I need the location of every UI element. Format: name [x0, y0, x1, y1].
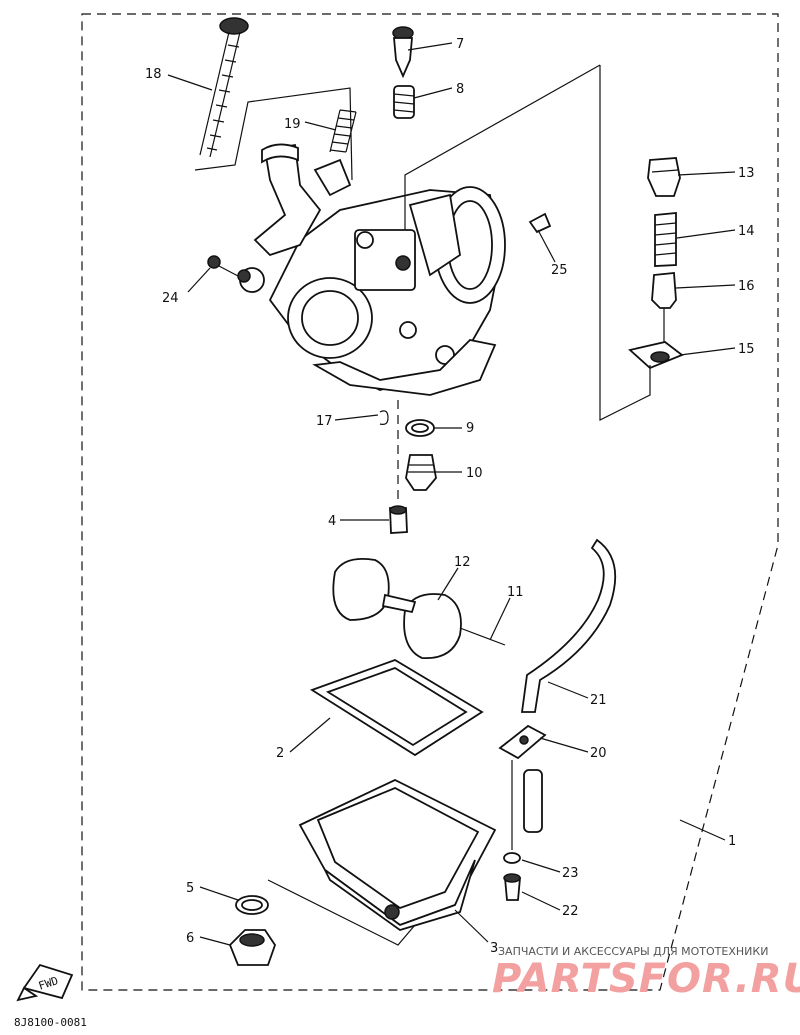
fwd-arrow-icon: FWD: [16, 963, 74, 1002]
throttle-spring: [329, 109, 357, 153]
leader-box-throttle: [599, 65, 651, 421]
callout-21: 21: [590, 693, 607, 708]
callout-25: 25: [551, 263, 568, 278]
callout-12: 12: [454, 555, 471, 570]
callout-13: 13: [738, 166, 755, 181]
screw-24: [207, 255, 265, 293]
vent-tube: [523, 769, 543, 833]
drawing-code: 8J8100-0081: [14, 1016, 87, 1029]
assembly-boundary: [81, 13, 779, 991]
callout-leaders: [167, 42, 736, 946]
callout-20: 20: [590, 746, 607, 761]
overflow-hose: [520, 538, 617, 713]
cable-adjuster: [647, 157, 681, 197]
hose-guide-plate: [498, 724, 547, 760]
callout-6: 6: [186, 931, 194, 946]
callout-24: 24: [162, 291, 179, 306]
callout-3: 3: [490, 941, 498, 956]
clip-17: [379, 410, 389, 425]
pilot-air-spring: [393, 85, 415, 119]
throttle-valve: [651, 272, 677, 345]
fwd-label: FWD: [37, 974, 60, 993]
callout-15: 15: [738, 342, 755, 357]
callout-2: 2: [276, 746, 284, 761]
needle-retainer: [628, 341, 684, 370]
callout-labels: 7 8 18 19 13 14 16 15 25 24 17 9 10 4 12…: [145, 37, 755, 956]
watermark-tagline: ЗАПЧАСТИ И АКСЕССУАРЫ ДЛЯ МОТОТЕХНИКИ: [498, 945, 768, 958]
callout-8: 8: [456, 82, 464, 97]
callout-7: 7: [456, 37, 464, 52]
leader-box-18: [194, 87, 353, 181]
callout-16: 16: [738, 279, 755, 294]
screw-25: [528, 212, 552, 234]
callout-19: 19: [284, 117, 301, 132]
o-ring-5: [235, 895, 269, 915]
float-assembly: [332, 557, 506, 659]
callout-18: 18: [145, 67, 162, 82]
callout-17: 17: [316, 414, 333, 429]
callout-9: 9: [466, 421, 474, 436]
washer-23: [503, 852, 521, 864]
screw-22: [503, 873, 521, 901]
carburetor-body: [253, 143, 506, 396]
float-chamber-gasket: [309, 659, 484, 757]
main-jet-4: [389, 505, 408, 534]
main-jet-holder-10: [405, 454, 437, 491]
drain-plug-6: [228, 929, 276, 966]
o-ring-9: [405, 419, 435, 437]
callout-11: 11: [507, 585, 524, 600]
callout-14: 14: [738, 224, 755, 239]
callout-10: 10: [466, 466, 483, 481]
callout-5: 5: [186, 881, 194, 896]
leader-line-valve: [404, 64, 601, 230]
callout-4: 4: [328, 514, 336, 529]
float-chamber: [298, 778, 497, 931]
watermark: ЗАПЧАСТИ И АКСЕССУАРЫ ДЛЯ МОТОТЕХНИКИ PA…: [492, 945, 800, 1002]
needle-spring: [654, 212, 677, 267]
throttle-stop-screw: [199, 17, 249, 158]
callout-1: 1: [728, 834, 736, 849]
watermark-brand: PARTSFOR.RU: [492, 956, 800, 1002]
pilot-air-screw: [392, 26, 414, 79]
callout-22: 22: [562, 904, 579, 919]
leader-box-drain: [267, 879, 416, 946]
callout-23: 23: [562, 866, 579, 881]
